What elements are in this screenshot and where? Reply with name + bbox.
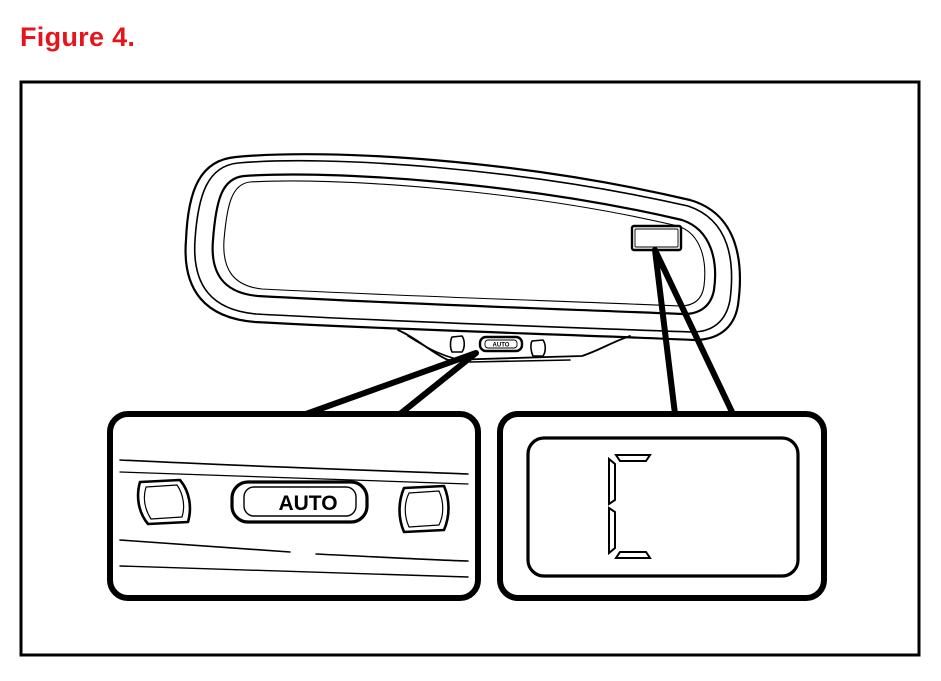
mirror-chin (397, 329, 631, 361)
right-callout-leader (652, 247, 736, 417)
mirror-auto-button (478, 335, 524, 353)
display-reading: C (630, 509, 631, 511)
mirror-right-sensor (530, 339, 547, 357)
display-callout-box (497, 411, 827, 601)
segment-lower-left (608, 506, 616, 556)
callout-leaders (303, 247, 736, 417)
figure-title: Figure 4. (20, 22, 136, 52)
auto-callout-left-sensor (136, 478, 192, 526)
mirror-left-sensor (449, 335, 466, 353)
auto-callout-contour-top (119, 459, 469, 475)
auto-button-label: AUTO (278, 492, 337, 515)
auto-button-callout (107, 411, 481, 601)
diagram-frame (19, 80, 921, 657)
auto-callout-right-sensor (398, 484, 450, 534)
segment-top (614, 454, 652, 462)
auto-callout-box (107, 411, 481, 601)
display-segment-c (608, 454, 652, 559)
mirror-housing-outer (184, 153, 741, 342)
auto-button (230, 480, 369, 524)
left-callout-leader (303, 350, 479, 417)
segment-upper-left (608, 456, 616, 506)
mirror-auto-button-label: AUTO (493, 343, 510, 349)
mirror-chin-underside (407, 335, 571, 363)
display-window (526, 436, 800, 578)
auto-callout-contour-upper (119, 471, 469, 485)
auto-button-face (243, 486, 357, 517)
auto-callout-contour-lower-right (315, 553, 469, 562)
mirror-display-window (630, 224, 683, 252)
display-callout (497, 411, 827, 601)
auto-callout-contour-lower (119, 539, 291, 553)
segment-bottom (614, 551, 652, 559)
auto-callout-contour-bottom (119, 565, 469, 578)
